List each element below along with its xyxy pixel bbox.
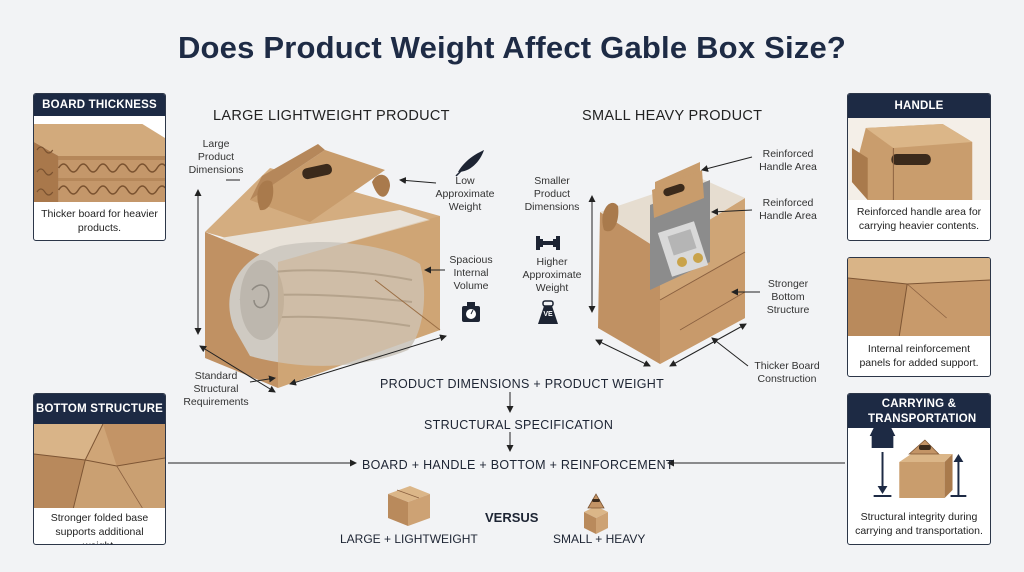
panel-carrying-transportation: CARRYING & TRANSPORTATION Structural int… (847, 393, 991, 545)
reinforced-handle-area-label-1: Reinforced Handle Area (759, 148, 817, 173)
reinforced-handle-area-label-2: Reinforced Handle Area (759, 197, 817, 222)
flow-step-structural-specification: STRUCTURAL SPECIFICATION (424, 418, 614, 432)
handle-illustration (848, 118, 990, 200)
panel-bottom-structure: BOTTOM STRUCTURE Stronger folded base su… (33, 393, 166, 545)
thicker-board-construction-label: Thicker Board Construction (754, 360, 820, 385)
weight-tag: VE (543, 311, 553, 318)
panel-handle-construction: HANDLE CONSTRUCTION Reinforced handle ar… (847, 93, 991, 241)
low-approximate-weight-label: Low Approximate Weight (435, 175, 495, 213)
page-title: Does Product Weight Affect Gable Box Siz… (177, 30, 847, 65)
large-lightweight-label: LARGE + LIGHTWEIGHT (340, 532, 478, 546)
large-lightweight-box (205, 144, 441, 388)
smaller-product-dimensions-label: Smaller Product Dimensions (524, 175, 580, 213)
small-box-large-lightweight-icon (388, 486, 430, 526)
reinforcement-illustration (848, 258, 990, 336)
panel-heading: BOTTOM STRUCTURE (34, 394, 165, 424)
panel-heading: CARRYING & TRANSPORTATION (848, 394, 990, 428)
flow-step-dimensions-weight: PRODUCT DIMENSIONS + PRODUCT WEIGHT (380, 377, 665, 391)
corrugated-board-illustration (34, 116, 165, 202)
large-product-dimensions-label: Large Product Dimensions (188, 138, 244, 176)
stronger-bottom-structure-label: Stronger Bottom Structure (766, 278, 810, 316)
panel-internal-reinforcement: Internal reinforcement panels for added … (847, 257, 991, 377)
panel-caption: Reinforced handle area for carrying heav… (856, 206, 982, 232)
right-product-heading: SMALL HEAVY PRODUCT (582, 108, 763, 124)
panel-caption: Stronger folded base supports additional… (50, 512, 149, 544)
spacious-internal-volume-label: Spacious Internal Volume (449, 254, 493, 292)
carrying-illustration (848, 428, 990, 506)
small-heavy-label: SMALL + HEAVY (553, 532, 646, 546)
small-box-small-heavy-icon (584, 493, 608, 534)
panel-caption: Structural integrity during carrying and… (855, 511, 983, 537)
folded-base-illustration (34, 424, 165, 508)
small-heavy-box (598, 162, 746, 364)
flow-step-components: BOARD + HANDLE + BOTTOM + REINFORCEMENT (362, 458, 674, 472)
panel-heading: BOARD THICKNESS (34, 94, 165, 116)
panel-caption: Internal reinforcement panels for added … (859, 343, 979, 369)
panel-board-thickness: BOARD THICKNESS Thicker board for heavie… (33, 93, 166, 241)
panel-caption: Thicker board for heavier products. (41, 208, 158, 234)
versus-label: VERSUS (485, 510, 539, 525)
left-product-heading: LARGE LIGHTWEIGHT PRODUCT (213, 108, 450, 124)
panel-heading: HANDLE CONSTRUCTION (848, 94, 990, 136)
standard-structural-requirements-label: Standard Structural Requirements (183, 370, 249, 408)
higher-approximate-weight-label: Higher Approximate Weight (522, 256, 582, 294)
